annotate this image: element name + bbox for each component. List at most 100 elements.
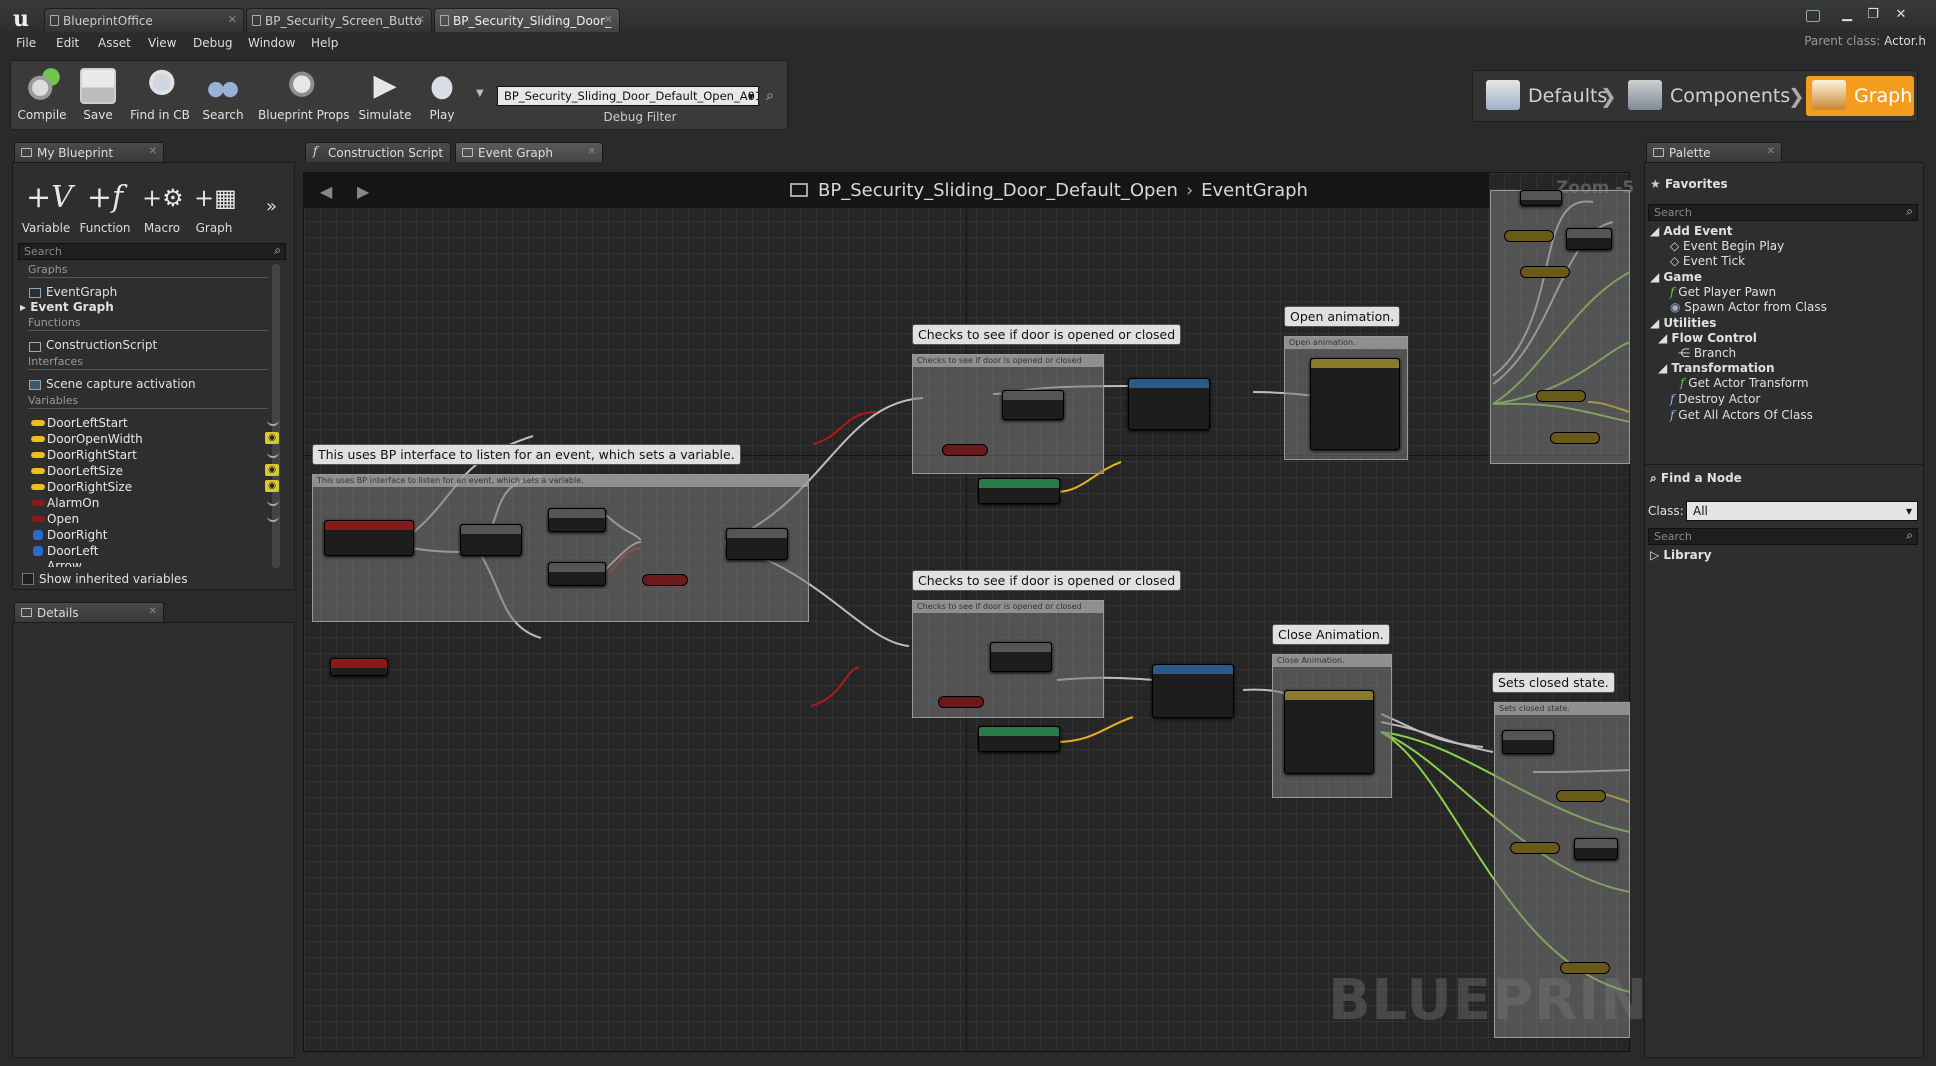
variable-doorleft[interactable]: DoorLeft <box>47 544 98 558</box>
play-options-chevron-down-icon[interactable]: ▼ <box>476 88 484 99</box>
play-button[interactable]: Play <box>412 66 472 126</box>
more-chevron-icon[interactable]: » <box>266 196 277 217</box>
my-blueprint-search-input[interactable]: Search⌕ <box>18 243 286 260</box>
get-float-node[interactable] <box>1510 842 1560 854</box>
palette-item-get-all-actors[interactable]: f Get All Actors Of Class <box>1670 408 1813 422</box>
tab-blueprintoffice[interactable]: BlueprintOffice✕ <box>44 8 244 32</box>
get-float-node[interactable] <box>1504 230 1554 242</box>
palette-item-destroy-actor[interactable]: f Destroy Actor <box>1670 392 1760 406</box>
close-icon[interactable]: ✕ <box>604 13 613 26</box>
debug-object-select[interactable]: BP_Security_Sliding_Door_Default_Open_A0… <box>497 86 759 106</box>
add-macro-button[interactable]: +⚙Macro <box>136 178 188 235</box>
eye-open-icon[interactable]: ◉ <box>265 464 279 476</box>
palette-category-flow-control[interactable]: ◢ Flow Control <box>1658 331 1757 345</box>
get-actor-location-node[interactable] <box>978 726 1060 752</box>
palette-category-game[interactable]: ◢ Game <box>1650 270 1702 284</box>
set-node[interactable] <box>548 562 606 586</box>
add-variable-button[interactable]: +VVariable <box>20 178 72 235</box>
variable-dooropenwidth[interactable]: DoorOpenWidth◉ <box>47 432 143 446</box>
variable-doorrightsize[interactable]: DoorRightSize◉ <box>47 480 132 494</box>
set-open-node[interactable] <box>1502 730 1554 754</box>
close-icon[interactable]: ✕ <box>588 146 596 157</box>
tab-event-graph[interactable]: Event Graph✕ <box>455 142 603 162</box>
get-open-node[interactable] <box>942 444 988 456</box>
close-icon[interactable]: ✕ <box>149 146 157 157</box>
comment-close-animation[interactable]: Close Animation. <box>1272 624 1390 645</box>
get-float-node[interactable] <box>1536 390 1586 402</box>
close-icon[interactable]: ✕ <box>1767 146 1775 157</box>
palette-item-get-player-pawn[interactable]: f Get Player Pawn <box>1670 285 1776 299</box>
find-node-search-input[interactable]: Search⌕ <box>1648 528 1918 545</box>
my-blueprint-scrollbar[interactable] <box>272 264 280 568</box>
blueprint-props-button[interactable]: Blueprint Props <box>258 66 342 126</box>
interface-item-scene-capture[interactable]: Scene capture activation <box>46 377 196 391</box>
palette-search-input[interactable]: Search⌕ <box>1648 204 1918 221</box>
palette-item-event-begin-play[interactable]: ◇ Event Begin Play <box>1670 239 1784 253</box>
eye-open-icon[interactable]: ◉ <box>265 432 279 444</box>
palette-item-get-actor-transform[interactable]: f Get Actor Transform <box>1680 376 1809 390</box>
details-tab[interactable]: Details✕ <box>14 602 164 622</box>
tab-construction-script[interactable]: fConstruction Script <box>305 142 451 162</box>
minimize-button[interactable]: ▁ <box>1836 7 1858 23</box>
variable-open[interactable]: Open <box>47 512 79 526</box>
add-node[interactable] <box>1566 228 1612 250</box>
get-float-node[interactable] <box>1556 790 1606 802</box>
set-node[interactable] <box>548 508 606 532</box>
get-float-node[interactable] <box>1520 266 1570 278</box>
branch-node[interactable] <box>1002 390 1064 420</box>
function-item-constructionscript[interactable]: ConstructionScript <box>46 338 157 352</box>
play-sound-node[interactable] <box>1152 664 1234 718</box>
comment-open-animation[interactable]: Open animation. <box>1284 306 1400 327</box>
menu-view[interactable]: View <box>148 36 176 50</box>
graph-item-event-graph[interactable]: ▸ Event Graph <box>20 300 114 314</box>
palette-item-event-tick[interactable]: ◇ Event Tick <box>1670 254 1745 268</box>
add-graph-button[interactable]: +▦Graph <box>188 178 240 235</box>
save-button[interactable]: Save <box>68 66 128 126</box>
comment-sets-closed-state[interactable]: Sets closed state. <box>1492 672 1615 693</box>
tab-bp-security-sliding-door[interactable]: BP_Security_Sliding_Door_✕ <box>434 8 620 32</box>
class-select[interactable]: All▾ <box>1686 501 1918 521</box>
my-blueprint-tab[interactable]: My Blueprint✕ <box>14 142 164 162</box>
menu-edit[interactable]: Edit <box>56 36 79 50</box>
eye-open-icon[interactable]: ◉ <box>265 480 279 492</box>
find-in-cb-button[interactable]: Find in CB <box>130 66 190 126</box>
variable-doorright[interactable]: DoorRight <box>47 528 107 542</box>
comment-check-open-1[interactable]: Checks to see if door is opened or close… <box>912 324 1181 345</box>
add-function-button[interactable]: +fFunction <box>79 178 131 235</box>
palette-item-spawn-actor[interactable]: ◉ Spawn Actor from Class <box>1670 300 1827 314</box>
palette-category-add-event[interactable]: ◢ Add Event <box>1650 224 1733 238</box>
menu-help[interactable]: Help <box>311 36 338 50</box>
parent-class-value[interactable]: Actor.h <box>1884 34 1926 48</box>
menu-file[interactable]: File <box>16 36 36 50</box>
simulate-button[interactable]: ▶Simulate <box>355 66 415 126</box>
variable-alarmon[interactable]: AlarmOn <box>47 496 99 510</box>
restore-button[interactable]: ❐ <box>1862 7 1884 23</box>
feedback-icon[interactable] <box>1806 10 1820 22</box>
show-inherited-checkbox[interactable] <box>22 573 34 585</box>
close-icon[interactable]: ✕ <box>149 606 157 617</box>
mode-defaults[interactable]: Defaults <box>1480 76 1607 116</box>
favorites-header[interactable]: ★ Favorites <box>1650 177 1728 191</box>
comment-interface[interactable]: This uses BP interface to listen for an … <box>312 444 741 465</box>
timeline-node-close[interactable] <box>1284 690 1374 774</box>
menu-debug[interactable]: Debug <box>193 36 232 50</box>
comment-check-open-2[interactable]: Checks to see if door is opened or close… <box>912 570 1181 591</box>
get-float-node[interactable] <box>1550 432 1600 444</box>
close-icon[interactable]: ✕ <box>228 13 237 26</box>
mode-graph[interactable]: Graph <box>1806 76 1914 116</box>
palette-category-transformation[interactable]: ◢ Transformation <box>1658 361 1775 375</box>
variable-doorleftstart[interactable]: DoorLeftStart <box>47 416 128 430</box>
menu-asset[interactable]: Asset <box>98 36 131 50</box>
branch-node[interactable] <box>460 524 522 556</box>
mode-components[interactable]: Components <box>1622 76 1790 116</box>
get-open-node[interactable] <box>938 696 984 708</box>
add-node[interactable] <box>1574 838 1618 860</box>
timeline-node-open[interactable] <box>1310 358 1400 450</box>
compile-button[interactable]: Compile <box>12 66 72 126</box>
graph-item-eventgraph[interactable]: EventGraph <box>46 285 117 299</box>
set-node[interactable] <box>1520 190 1562 206</box>
play-sound-node[interactable] <box>1128 378 1210 430</box>
branch-node[interactable] <box>726 528 788 560</box>
get-actor-location-node[interactable] <box>978 478 1060 504</box>
variable-doorrightstart[interactable]: DoorRightStart <box>47 448 137 462</box>
